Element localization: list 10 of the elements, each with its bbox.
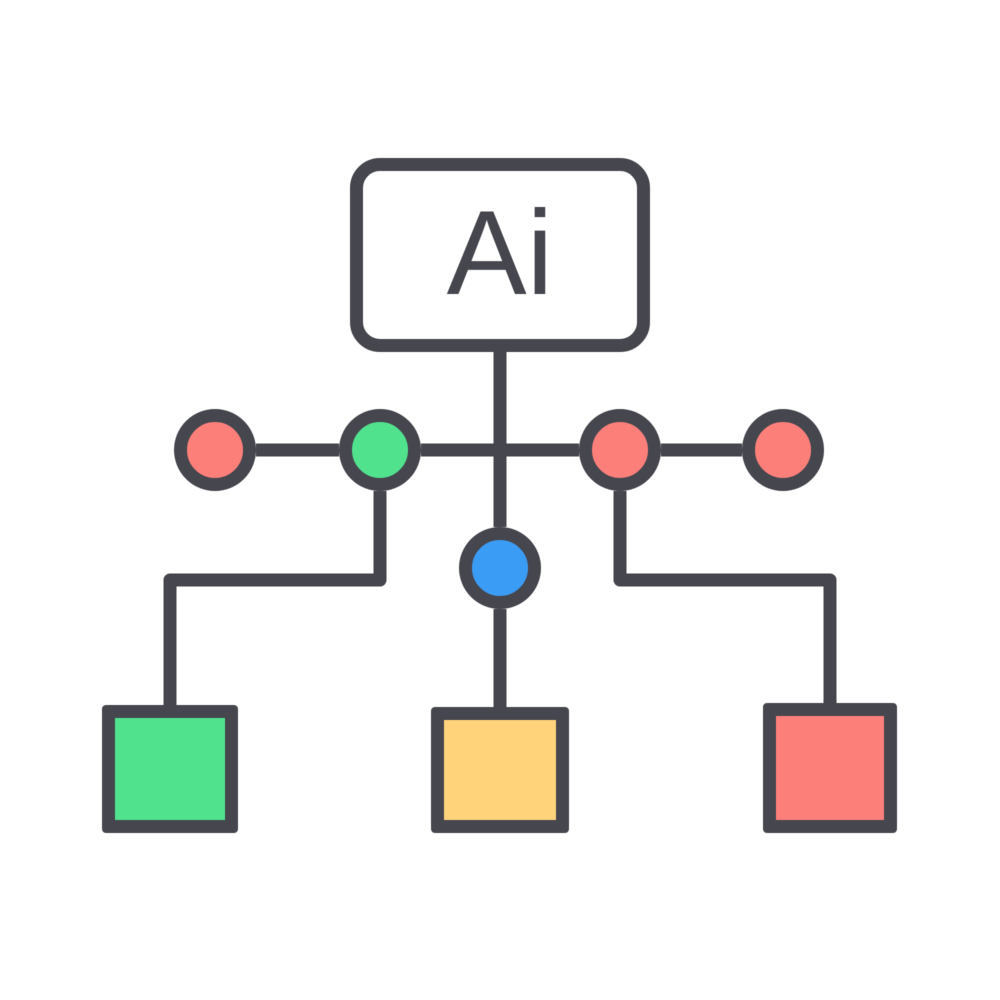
connector-line (256, 444, 339, 456)
square-node (431, 707, 569, 833)
connector-line (164, 491, 386, 705)
node-label: Ai (446, 193, 554, 317)
connector-line (661, 444, 742, 456)
square-node (763, 703, 897, 833)
square-node (102, 705, 238, 833)
process-box (350, 158, 650, 352)
connector-line (494, 609, 506, 707)
connector-line (614, 491, 836, 703)
